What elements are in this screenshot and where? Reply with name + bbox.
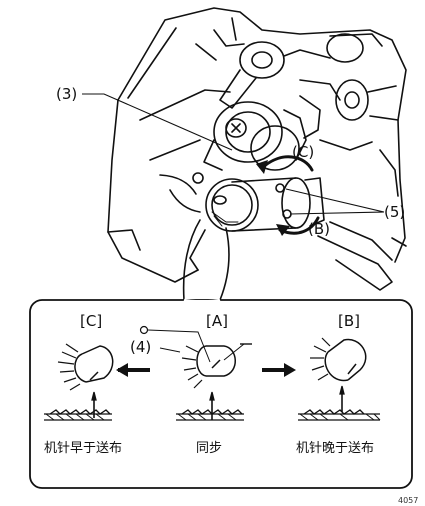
panel-a-hook: [139, 325, 252, 389]
panel-c-feed: [44, 391, 112, 421]
leader-lines: [82, 93, 385, 215]
panel-a-feed: [176, 391, 244, 421]
panel-c-caption: 机针早于送布: [44, 441, 122, 456]
panel-title-b: [B]: [338, 312, 360, 330]
panel-b-feed: [298, 385, 381, 421]
panel-b-hook: [310, 337, 367, 382]
magnifier-neck: [183, 298, 221, 303]
figure-number: 4057: [398, 496, 418, 505]
callout-arrow-b: (B): [308, 220, 330, 238]
panel-a-caption: 同步: [196, 441, 222, 456]
callout-part-4: (4): [130, 338, 151, 356]
callout-part-3: (3): [56, 85, 77, 103]
panel-b-caption: 机针晚于送布: [296, 441, 374, 456]
leader-part-4: [159, 347, 181, 353]
callout-part-5: (5): [384, 203, 405, 221]
panel-title-c: [C]: [80, 312, 102, 330]
panel-c-hook: [57, 343, 114, 391]
callout-arrow-c: (C): [292, 143, 314, 161]
arrow-left-icon: [116, 363, 150, 377]
arrow-right-icon: [262, 363, 296, 377]
sewing-machine-illustration: [107, 7, 407, 301]
panel-title-a: [A]: [206, 312, 228, 330]
